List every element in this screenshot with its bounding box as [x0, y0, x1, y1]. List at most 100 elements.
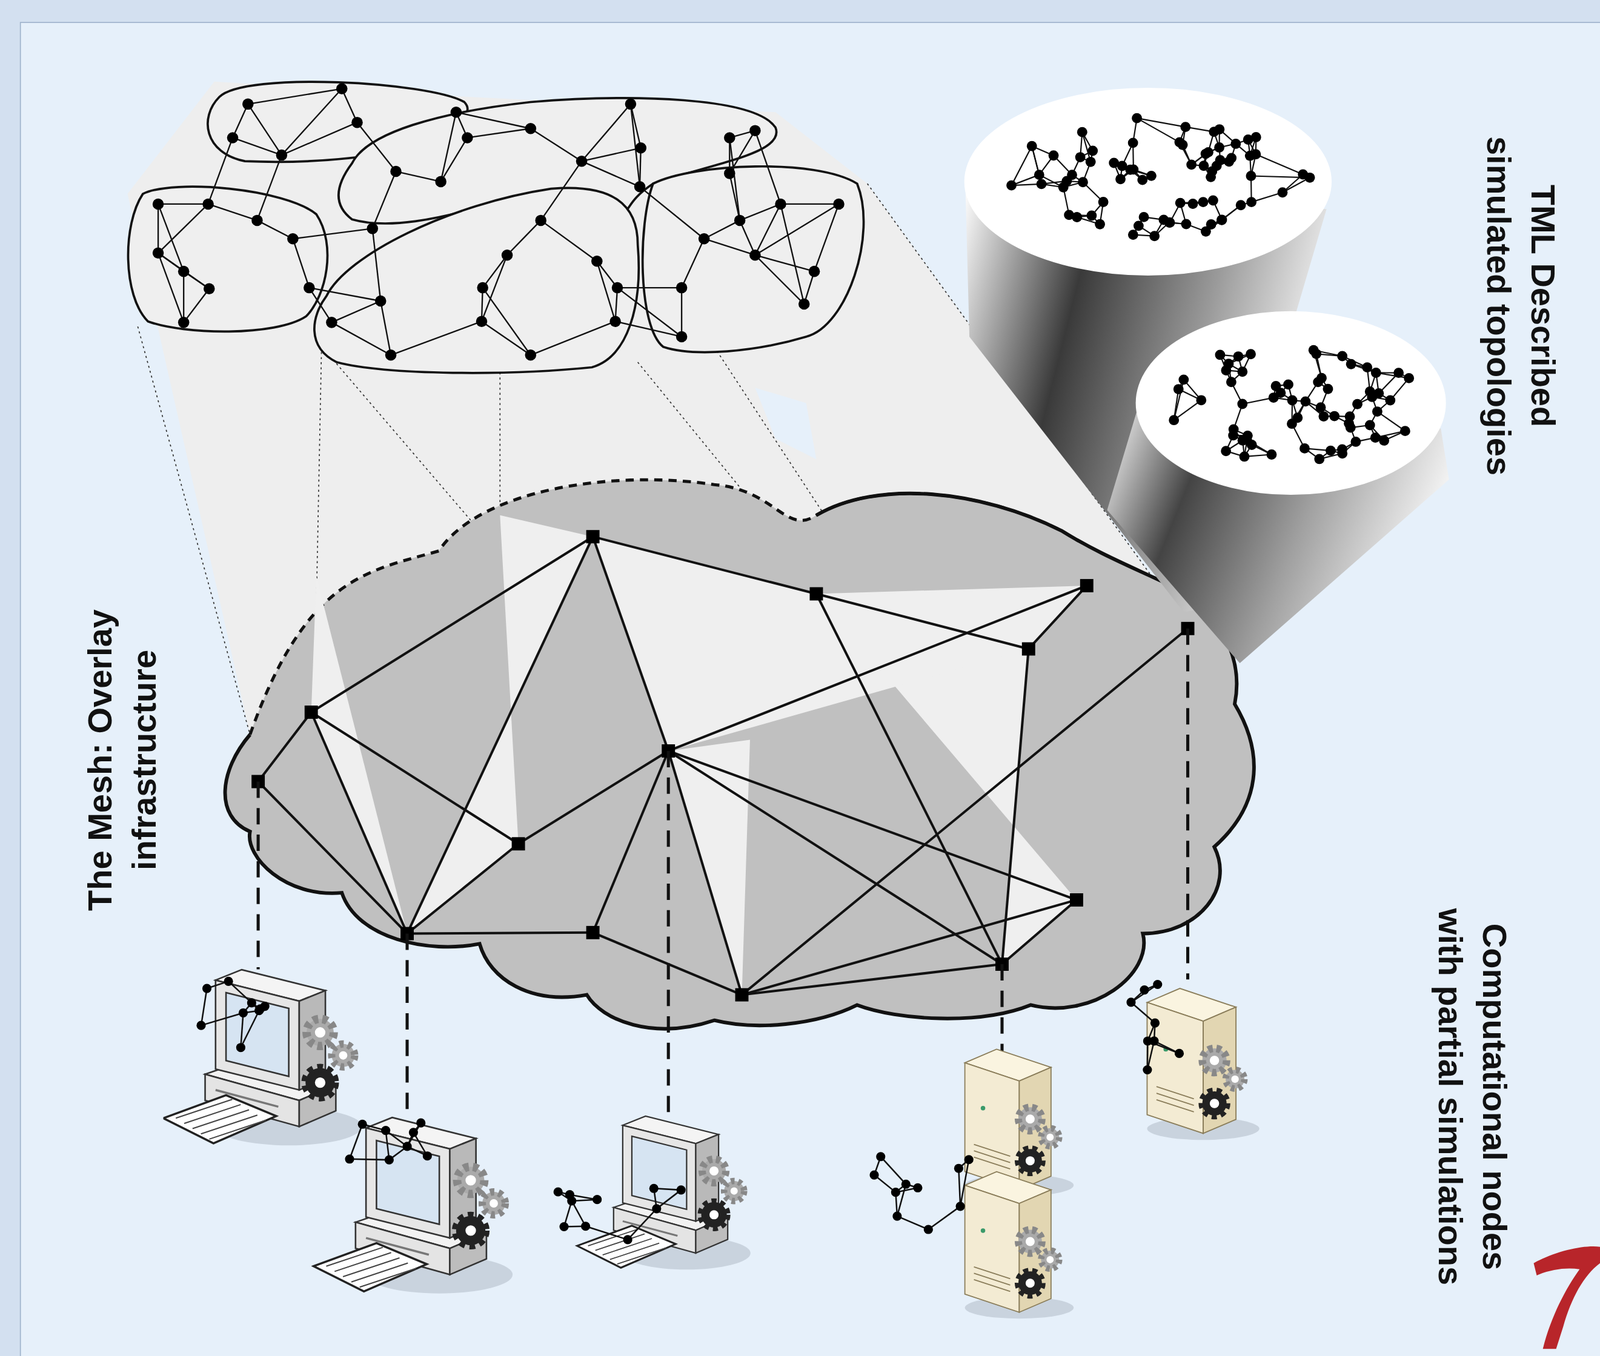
topology-link: [639, 147, 641, 187]
topology-link: [739, 204, 781, 221]
topology-node: [1158, 215, 1169, 226]
topology-link: [308, 287, 381, 302]
topology-node: [1173, 384, 1184, 395]
topology-link: [357, 122, 397, 172]
topology-link: [372, 228, 381, 302]
topology-node: [1200, 226, 1212, 237]
topology-node: [1233, 351, 1244, 362]
topology-node: [1325, 445, 1336, 457]
topology-node: [1058, 182, 1069, 193]
topology-link: [201, 988, 208, 1026]
topology-node: [525, 122, 537, 135]
topology-node: [676, 331, 688, 343]
topology-node: [1195, 395, 1207, 406]
topology-node: [1364, 386, 1376, 397]
topology-link: [157, 204, 159, 254]
topology-link: [482, 287, 531, 356]
topology-node: [1086, 210, 1097, 222]
topology-link: [228, 981, 252, 1004]
topology-node: [559, 1222, 569, 1232]
topology-node: [276, 149, 288, 162]
topology-link: [639, 186, 704, 239]
mesh-link: [407, 536, 594, 934]
topology-node: [202, 983, 212, 993]
mesh-link: [407, 843, 519, 934]
topology-link: [754, 255, 804, 305]
topology-link: [739, 220, 755, 256]
topology-node: [1271, 381, 1282, 392]
topology-link: [256, 220, 293, 239]
topology-link: [232, 137, 282, 156]
mesh-link: [258, 781, 408, 934]
topology-node: [408, 1128, 419, 1138]
topology-node: [236, 1043, 246, 1053]
topology-link: [158, 253, 184, 323]
topology-node: [1246, 170, 1257, 182]
topology-node: [1085, 156, 1096, 168]
mesh-node: [586, 926, 600, 940]
mesh-link: [311, 712, 519, 844]
topology-node: [1223, 156, 1235, 167]
topology-link: [1137, 118, 1186, 127]
topology-link: [467, 128, 531, 138]
topology-link: [880, 1157, 907, 1186]
topology-node: [1239, 451, 1250, 463]
topology-node: [381, 1126, 391, 1136]
topology-node: [723, 132, 736, 144]
topology-link: [481, 321, 531, 356]
topology-link: [627, 1209, 657, 1241]
topology-link: [530, 321, 616, 356]
topology-node: [351, 116, 363, 129]
topology-node: [1384, 395, 1396, 406]
topology-node: [242, 98, 254, 111]
topology-link: [656, 1190, 681, 1210]
topology-link: [814, 204, 839, 272]
topology-node: [1230, 138, 1241, 150]
topology-node: [203, 283, 216, 296]
topology-node: [1174, 1049, 1184, 1059]
topology-node: [901, 1180, 911, 1190]
mesh-node: [304, 705, 319, 720]
topology-node: [1048, 150, 1059, 161]
topology-node: [609, 315, 621, 328]
topology-link: [581, 104, 631, 162]
topology-node: [1311, 348, 1322, 360]
topology-node: [1142, 1065, 1152, 1075]
topology-link: [256, 155, 282, 221]
topology-node: [956, 1201, 966, 1212]
topology-node: [1198, 196, 1209, 208]
topology-node: [611, 282, 624, 294]
panel: [20, 22, 1600, 1356]
topology-node: [178, 316, 190, 329]
topology-node: [1364, 420, 1376, 431]
topology-node: [1361, 362, 1373, 373]
mesh-link: [258, 712, 312, 783]
topology-link: [1131, 985, 1158, 1003]
side-label: Computational nodes with partial simulat…: [1427, 907, 1517, 1288]
topology-node: [580, 1221, 591, 1232]
mesh-link: [311, 712, 408, 935]
topology-node: [1137, 175, 1148, 186]
side-label: The Mesh: Overlay infrastructure: [78, 608, 167, 913]
topology-node: [450, 106, 463, 119]
topology-node: [1206, 165, 1218, 177]
topology-link: [292, 238, 309, 288]
topology-node: [912, 1183, 923, 1193]
cylinder-top: [1135, 311, 1447, 495]
topology-node: [1345, 422, 1356, 434]
topology-node: [891, 1188, 901, 1198]
mesh-node: [1069, 893, 1084, 907]
topology-link: [780, 204, 804, 305]
topology-node: [1128, 229, 1139, 240]
mesh-link: [668, 751, 1003, 965]
topology-link: [482, 255, 508, 288]
topology-node: [649, 1184, 659, 1194]
topology-link: [581, 161, 640, 187]
topology-node: [1094, 219, 1106, 230]
logo-mark: [1533, 1246, 1600, 1350]
topology-link: [396, 171, 442, 182]
mesh-node: [1022, 642, 1036, 657]
topology-node: [1175, 198, 1186, 209]
topology-node: [1146, 170, 1157, 182]
